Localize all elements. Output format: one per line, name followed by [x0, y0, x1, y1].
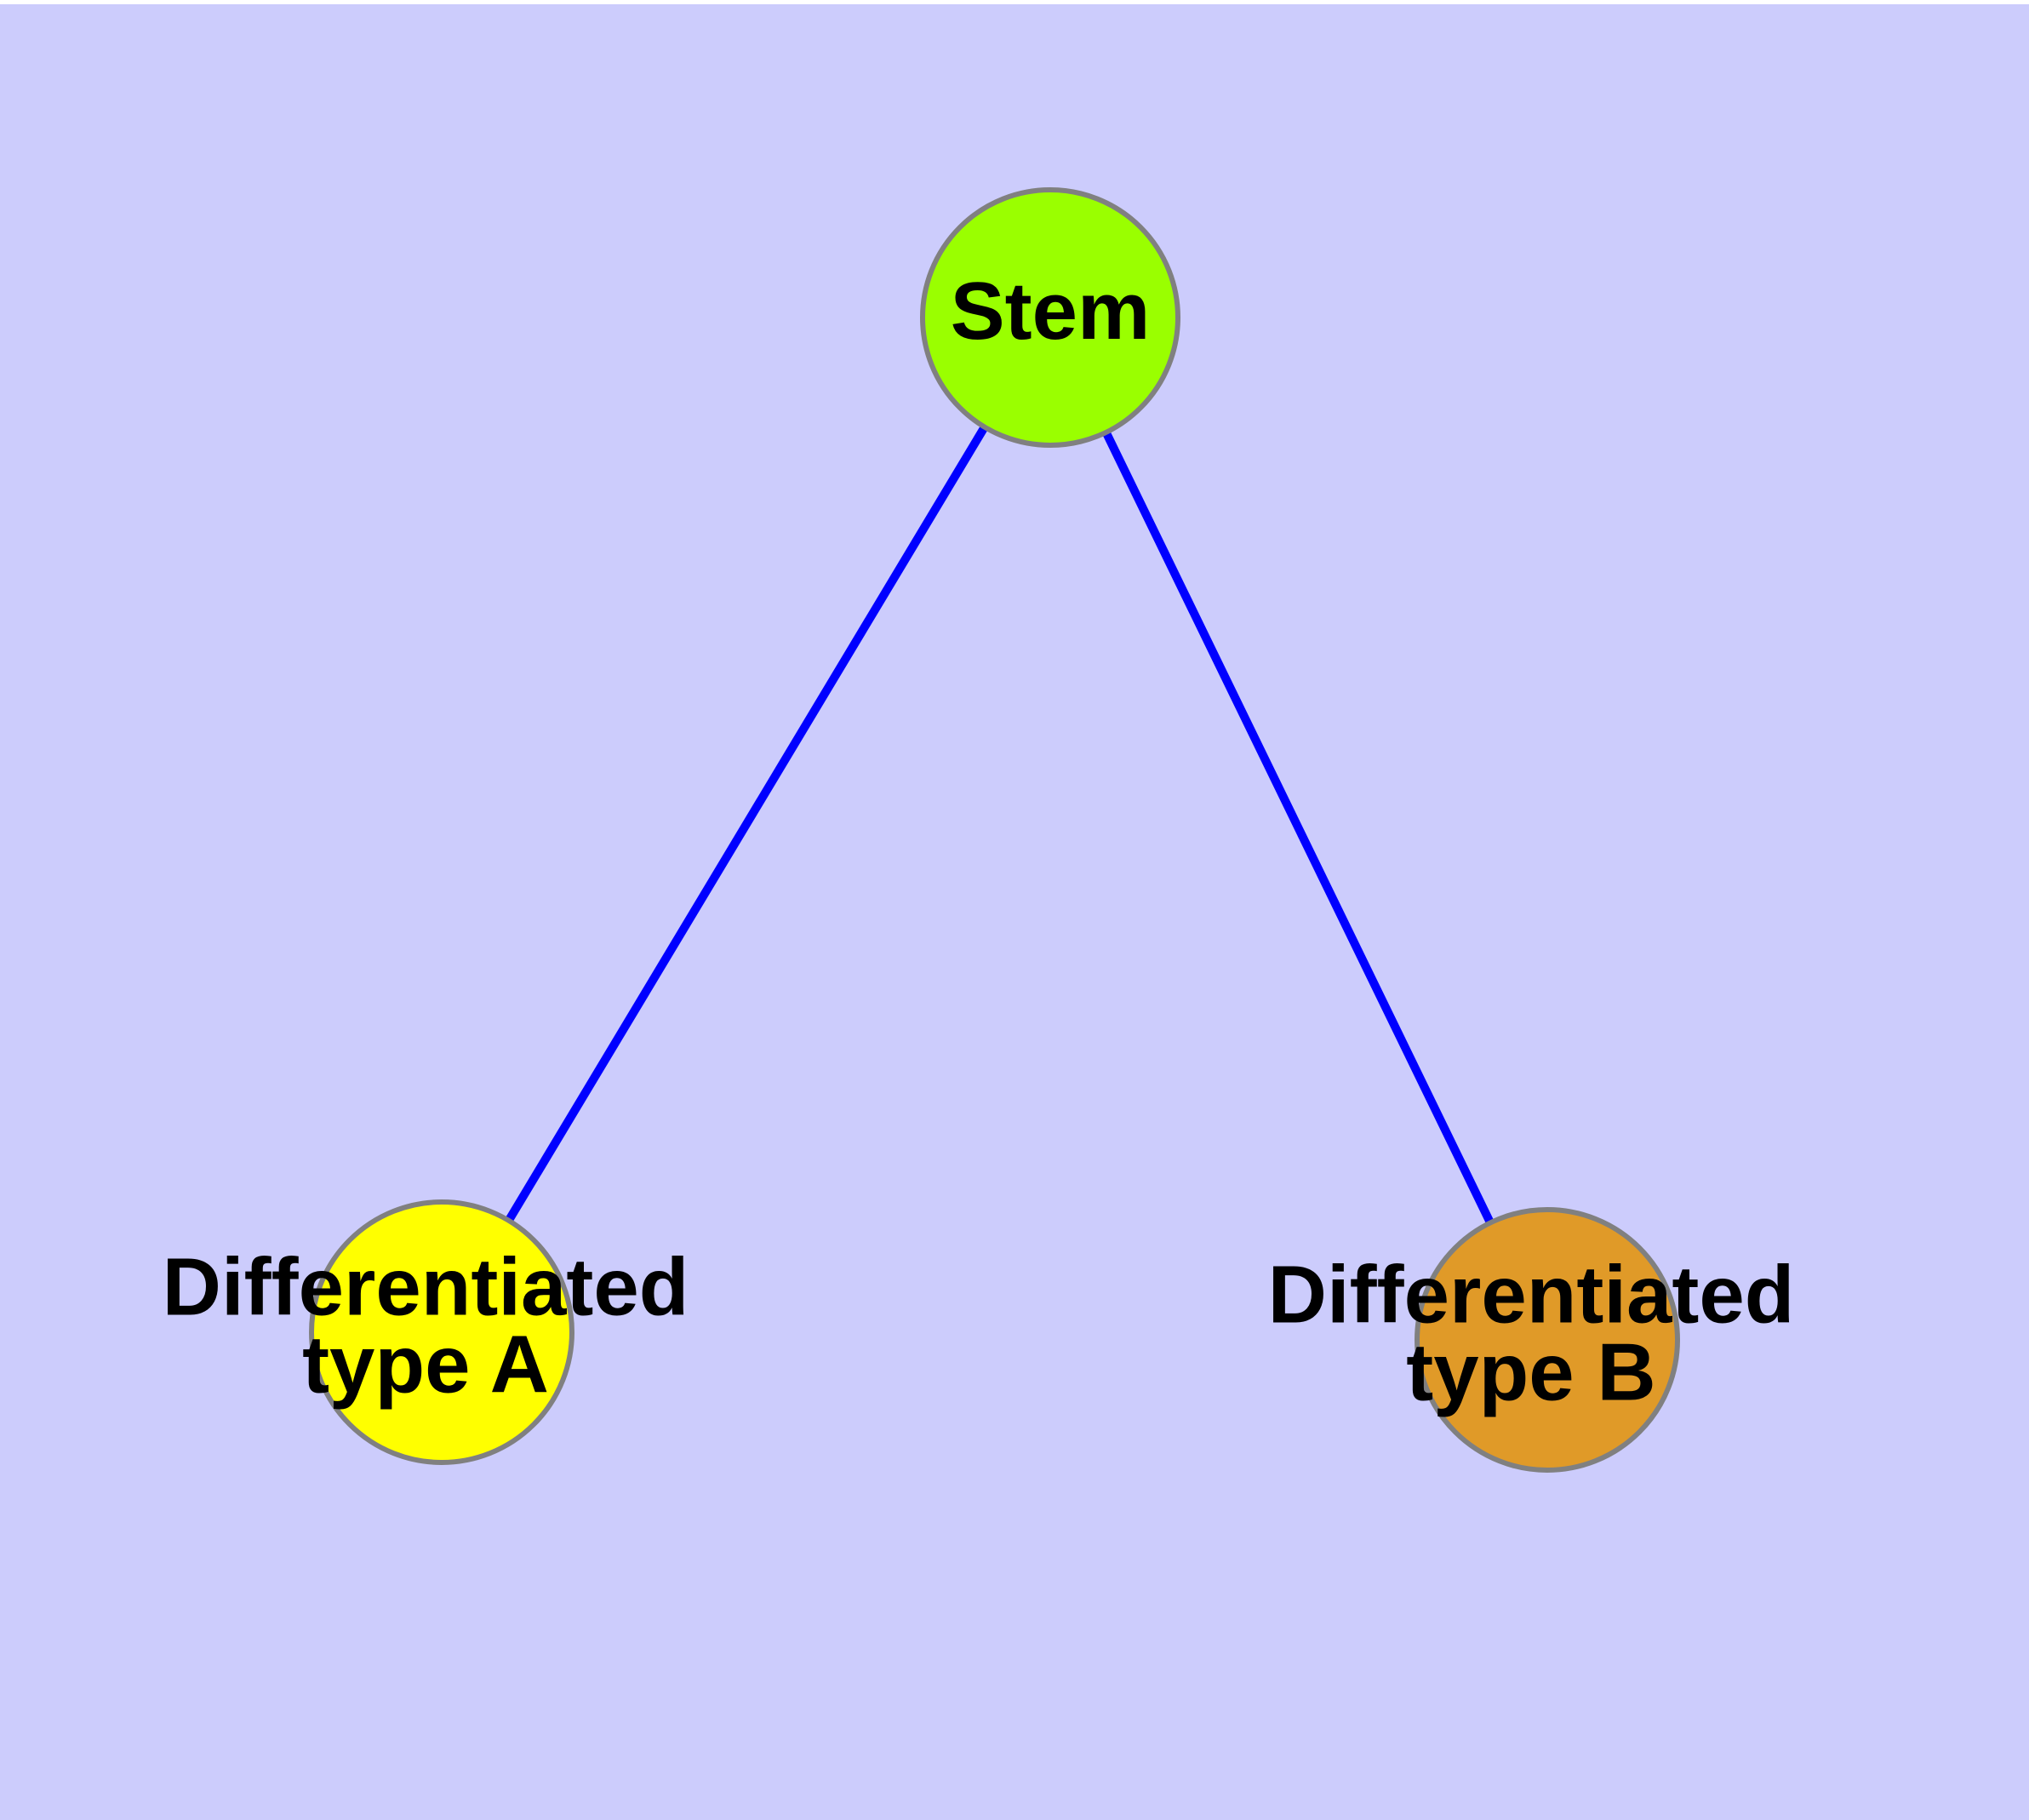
node-label-line: type A — [302, 1319, 549, 1411]
graph-node-diff_a[interactable] — [309, 1199, 574, 1465]
graph-node-diff_b[interactable] — [1415, 1207, 1680, 1473]
node-label-line: Differentiated — [163, 1242, 689, 1333]
graph-node-stem[interactable] — [920, 187, 1180, 448]
graph-edge-stem-diff_a[interactable] — [437, 315, 1055, 1335]
node-label-line: Differentiated — [1268, 1250, 1795, 1341]
nodes-layer — [309, 187, 1680, 1473]
node-label-line: type B — [1406, 1327, 1655, 1418]
edges-layer — [437, 315, 1552, 1342]
node-label-line: Stem — [951, 266, 1151, 357]
node-label-stem: Stem — [951, 266, 1151, 357]
graph-edge-stem-diff_b[interactable] — [1046, 315, 1552, 1342]
